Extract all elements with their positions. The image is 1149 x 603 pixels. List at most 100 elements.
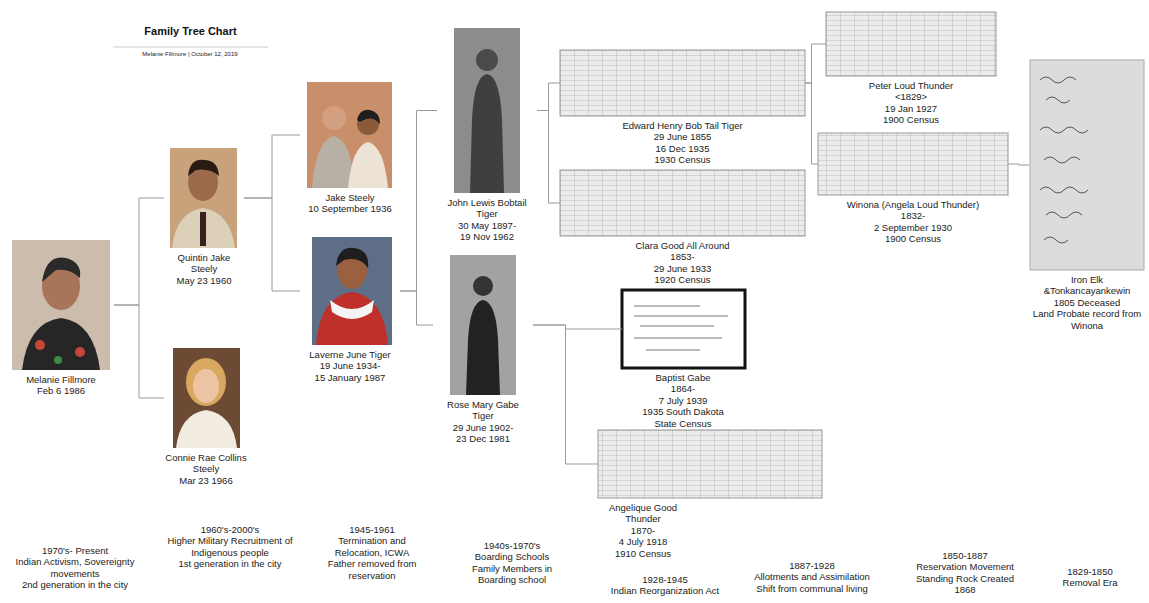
probate-record (1030, 60, 1144, 270)
person-detail: 29 June 1855 (560, 131, 805, 142)
person-detail: 30 May 1897- (437, 220, 537, 231)
timeline-text: Family Members in Boarding school (462, 563, 562, 586)
person-detail: 1900 Census (818, 233, 1008, 244)
person-detail: Feb 6 1986 (8, 385, 114, 396)
person-detail: Land Probate record from Winona (1029, 308, 1145, 331)
caption: Jake Steely10 September 1936 (300, 192, 400, 215)
timeline-text: 1960's-2000's (164, 524, 296, 535)
family-link (244, 135, 300, 198)
photo (450, 255, 516, 395)
census-record (560, 50, 805, 116)
person-detail: 10 September 1936 (300, 203, 400, 214)
caption: Melanie FillmoreFeb 6 1986 (8, 374, 114, 397)
person-detail: 1805 Deceased (1029, 297, 1145, 308)
timeline-entry: 1945-1961Termination and Relocation, ICW… (322, 524, 422, 581)
photo (307, 82, 392, 188)
timeline-entry: 1960's-2000'sHigher Military Recruitment… (164, 524, 296, 570)
person-card: Baptist Gabe1864-7 July 19391935 South D… (622, 290, 745, 429)
photo (454, 28, 520, 193)
timeline-entry: 1887-1928Allotments and AssimilationShif… (742, 560, 882, 594)
timeline-entry: 1928-1945Indian Reorganization Act (590, 574, 740, 597)
caption: Iron Elk &Tonkancayankewin1805 DeceasedL… (1029, 274, 1145, 331)
caption: Angelique Good Thunder1870-4 July 191819… (598, 502, 688, 559)
person-card: Rose Mary Gabe Tiger29 June 1902-23 Dec … (433, 255, 533, 445)
person-card: Quintin Jake SteelyMay 23 1960 (164, 148, 244, 286)
person-card: Edward Henry Bob Tail Tiger29 June 18551… (560, 50, 805, 166)
person-name: Peter Loud Thunder (826, 80, 996, 91)
person-detail: 15 January 1987 (300, 372, 400, 383)
person-detail: 7 July 1939 (633, 395, 733, 406)
timeline-text: 1st generation in the city (164, 558, 296, 569)
family-link (805, 44, 826, 83)
person-detail: May 23 1960 (164, 275, 244, 286)
chart-title: Family Tree Chart (113, 25, 268, 38)
family-link (537, 83, 560, 111)
timeline-text: Father removed from reservation (322, 558, 422, 581)
family-link (400, 111, 437, 292)
person-detail: 1910 Census (598, 548, 688, 559)
person-card: Angelique Good Thunder1870-4 July 191819… (598, 430, 822, 559)
photo (312, 237, 392, 345)
person-detail: 1832- (818, 210, 1008, 221)
person-detail: 29 June 1902- (438, 422, 528, 433)
timeline-text: 1850-1887 (905, 550, 1025, 561)
timeline-text: Termination and Relocation, ICWA (322, 535, 422, 558)
person-detail: 19 Nov 1962 (437, 231, 537, 242)
timeline-text: 2nd generation in the city (8, 579, 143, 590)
timeline-text: Standing Rock Created 1868 (905, 573, 1025, 596)
caption: Peter Loud Thunder<1829>19 Jan 19271900 … (826, 80, 996, 126)
timeline-text: 1970's- Present (8, 545, 143, 556)
timeline-text: 1887-1928 (742, 560, 882, 571)
family-link (533, 325, 622, 329)
timeline-entry: Melanie Fillmore | October 12, 2019 (105, 51, 275, 58)
person-detail: 23 Dec 1981 (438, 433, 528, 444)
person-card: Clara Good All Around1853-29 June 193319… (560, 170, 805, 286)
timeline-text: Shift from communal living (742, 583, 882, 594)
person-detail: 2 September 1930 (818, 222, 1008, 233)
timeline-text: Higher Military Recruitment of Indigenou… (164, 535, 296, 558)
person-name: Baptist Gabe (633, 372, 733, 383)
timeline-text: 1945-1961 (322, 524, 422, 535)
timeline-text: Indian Reorganization Act (590, 585, 740, 596)
person-detail: <1829> (826, 91, 996, 102)
timeline-text: 1928-1945 (590, 574, 740, 585)
caption: Winona (Angela Loud Thunder)1832-2 Septe… (818, 199, 1008, 245)
person-card: Iron Elk &Tonkancayankewin1805 DeceasedL… (1029, 60, 1145, 331)
person-detail: 1870- (598, 525, 688, 536)
caption: Connie Rae Collins SteelyMar 23 1966 (164, 452, 248, 486)
caption: Edward Henry Bob Tail Tiger29 June 18551… (560, 120, 805, 166)
family-link (114, 198, 164, 305)
person-detail: 19 Jan 1927 (826, 103, 996, 114)
caption: Quintin Jake SteelyMay 23 1960 (164, 252, 244, 286)
title-rule (113, 47, 268, 48)
person-name: Quintin Jake Steely (164, 252, 244, 275)
person-detail: 1900 Census (826, 114, 996, 125)
timeline-entry: 1970's- PresentIndian Activism, Sovereig… (8, 545, 143, 591)
family-link (805, 83, 818, 164)
person-detail: 16 Dec 1935 (560, 143, 805, 154)
person-name: Laverne June Tiger (300, 349, 400, 360)
census-record (622, 290, 745, 368)
person-detail: 19 June 1934- (300, 360, 400, 371)
person-detail: 4 July 1918 (598, 536, 688, 547)
person-card: Connie Rae Collins SteelyMar 23 1966 (164, 348, 248, 486)
person-detail: 1930 Census (560, 154, 805, 165)
person-name: John Lewis Bobtail Tiger (437, 197, 537, 220)
person-detail: 1920 Census (560, 274, 805, 285)
caption: Clara Good All Around1853-29 June 193319… (560, 240, 805, 286)
photo (170, 148, 237, 248)
family-link (537, 111, 560, 204)
person-name: Edward Henry Bob Tail Tiger (560, 120, 805, 131)
caption: Laverne June Tiger19 June 1934-15 Januar… (300, 349, 400, 383)
person-detail: 29 June 1933 (560, 263, 805, 274)
family-link (244, 198, 300, 291)
caption: John Lewis Bobtail Tiger30 May 1897-19 N… (437, 197, 537, 243)
person-name: Jake Steely (300, 192, 400, 203)
caption: Rose Mary Gabe Tiger29 June 1902-23 Dec … (438, 399, 528, 445)
timeline-text: Indian Activism, Sovereignty movements (8, 556, 143, 579)
family-link (114, 305, 164, 398)
timeline-text: 1829-1850 (1040, 566, 1140, 577)
